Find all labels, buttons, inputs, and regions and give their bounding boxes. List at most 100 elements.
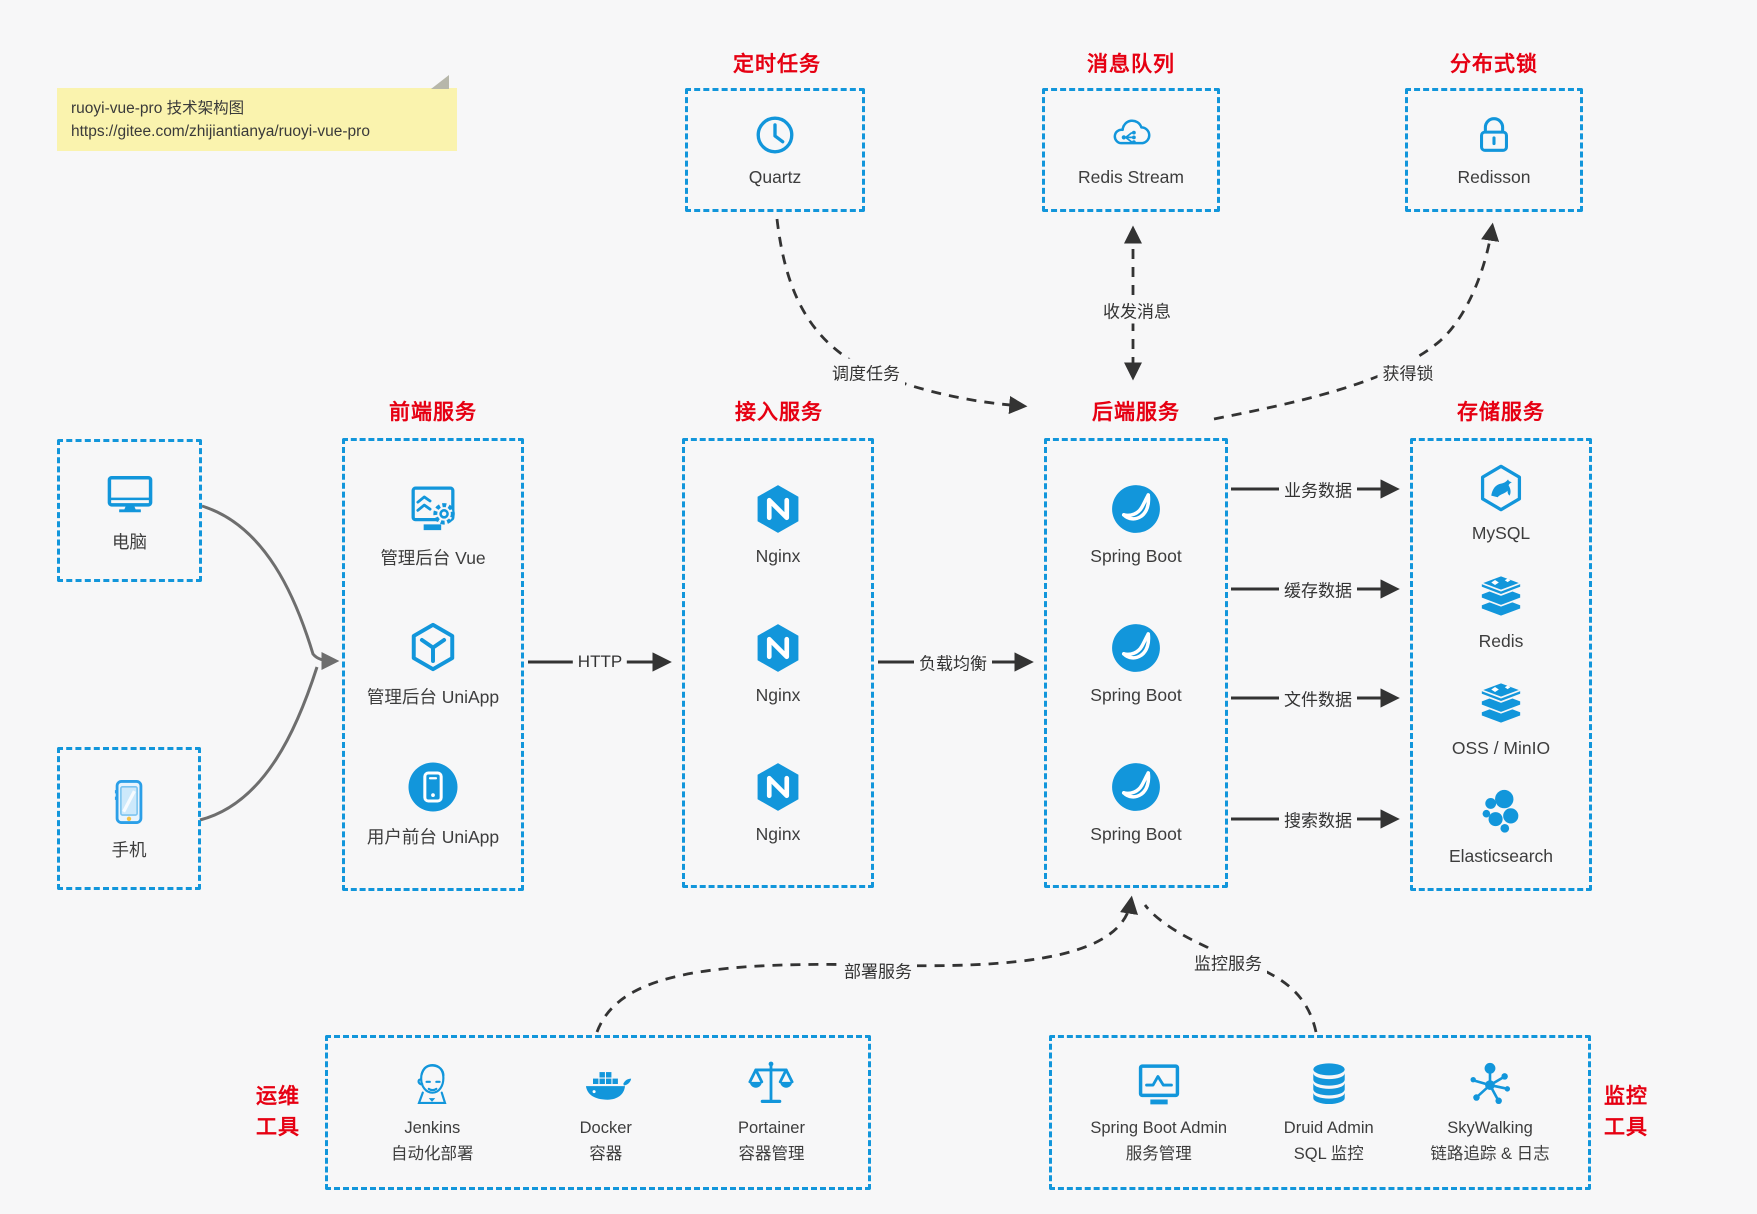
elasticsearch-icon (1482, 790, 1519, 833)
note-url: https://gitee.com/zhijiantianya/ruoyi-vu… (71, 122, 370, 140)
nginx-label-3: Nginx (755, 823, 801, 844)
pc-client-box: 电脑 (57, 439, 202, 582)
springboot-node-3: Spring Boot (1090, 759, 1182, 845)
jenkins-node: Jenkins 自动化部署 (391, 1058, 474, 1167)
cloud-stream-icon (1113, 119, 1151, 145)
skywalking-node: SkyWalking 链路追踪 & 日志 (1430, 1058, 1550, 1167)
portainer-desc: 容器管理 (738, 1144, 805, 1163)
spring-boot-admin-icon (1138, 1064, 1179, 1105)
monitoring-tools-title: 监控 工具 (1604, 1081, 1648, 1143)
portainer-name: Portainer (738, 1118, 805, 1137)
springboot-node-1: Spring Boot (1090, 481, 1182, 567)
springboot-node-2: Spring Boot (1090, 620, 1182, 706)
skywalking-name: SkyWalking (1447, 1118, 1533, 1137)
clock-icon (756, 116, 794, 154)
admin-vue-node: 管理后台 Vue (380, 480, 486, 570)
gateway-column-box: Nginx Nginx Nginx (682, 438, 874, 888)
spring-boot-admin-desc: 服务管理 (1125, 1144, 1192, 1163)
docker-node: Docker 容器 (580, 1058, 632, 1167)
elasticsearch-node: Elasticsearch (1449, 785, 1553, 867)
nginx-label-2: Nginx (755, 684, 801, 705)
springboot-label-1: Spring Boot (1090, 546, 1182, 567)
springboot-label-2: Spring Boot (1090, 684, 1182, 705)
edge-schedule (775, 218, 1028, 415)
edge-label-http: HTTP (572, 651, 628, 673)
pc-client-node: 电脑 (104, 468, 156, 554)
edge-label-business-data: 业务数据 (1279, 475, 1357, 503)
phone-client-label: 手机 (111, 839, 147, 860)
docker-name: Docker (579, 1118, 632, 1137)
spring-boot-admin-node: Spring Boot Admin 服务管理 (1090, 1058, 1227, 1167)
redisson-label: Redisson (1457, 167, 1531, 187)
redis-icon (1480, 574, 1522, 618)
springboot-label-3: Spring Boot (1090, 823, 1182, 844)
portainer-node: Portainer 容器管理 (738, 1058, 805, 1167)
backend-column-box: Spring Boot Spring Boot Spring Boot (1044, 438, 1228, 888)
monitoring-title-line2: 工具 (1604, 1116, 1648, 1139)
redis-stream-node: Redis Stream (1078, 112, 1184, 188)
jenkins-icon (417, 1063, 447, 1104)
note-fold-corner (431, 75, 449, 89)
edge-label-file-data: 文件数据 (1279, 684, 1357, 712)
column-title-storage: 存储服务 (1457, 401, 1545, 424)
monitoring-tools-box: Spring Boot Admin 服务管理 Druid Admin SQL 监… (1049, 1035, 1591, 1190)
spring-icon (1112, 485, 1160, 534)
column-title-frontend: 前端服务 (389, 401, 477, 424)
edge-label-messaging: 收发消息 (1098, 296, 1176, 324)
portainer-icon (748, 1061, 795, 1103)
user-uniapp-node: 用户前台 UniApp (367, 759, 499, 849)
edge-acquire-lock (1213, 222, 1500, 421)
group-title-message-queue: 消息队列 (1087, 53, 1175, 76)
pc-client-label: 电脑 (112, 531, 147, 552)
docker-desc: 容器 (589, 1144, 623, 1163)
docker-icon (585, 1072, 631, 1100)
nginx-node-2: Nginx (750, 620, 806, 706)
oss-minio-icon (1480, 681, 1522, 725)
monitoring-title-line1: 监控 (1604, 1085, 1648, 1108)
smartphone-icon (114, 779, 143, 824)
group-title-scheduled-tasks: 定时任务 (733, 53, 821, 76)
edge-deploy (595, 895, 1138, 1033)
spring-boot-admin-name: Spring Boot Admin (1090, 1118, 1228, 1137)
jenkins-desc: 自动化部署 (391, 1144, 474, 1163)
admin-vue-icon (411, 486, 455, 530)
spring-icon (1112, 762, 1160, 811)
druid-node: Druid Admin SQL 监控 (1284, 1058, 1374, 1167)
quartz-box: Quartz (685, 88, 865, 212)
edge-label-monitor: 监控服务 (1189, 948, 1267, 976)
skywalking-icon (1470, 1062, 1511, 1104)
nginx-icon (757, 762, 799, 811)
quartz-node: Quartz (749, 112, 801, 188)
storage-column-box: MySQL Redis (1410, 438, 1592, 891)
nginx-node-3: Nginx (750, 759, 806, 845)
mysql-icon (1480, 464, 1522, 512)
ops-tools-box: Jenkins 自动化部署 Docker 容器 (325, 1035, 871, 1190)
elasticsearch-label: Elasticsearch (1448, 846, 1554, 867)
oss-minio-label: OSS / MinIO (1451, 738, 1551, 759)
phone-client-box: 手机 (57, 747, 201, 890)
nginx-node-1: Nginx (750, 481, 806, 567)
group-title-distributed-lock: 分布式锁 (1450, 53, 1538, 76)
ops-title-line1: 运维 (256, 1085, 300, 1108)
redisson-box: Redisson (1405, 88, 1583, 212)
ops-tools-title: 运维 工具 (256, 1081, 300, 1143)
admin-uniapp-label: 管理后台 UniApp (366, 687, 500, 708)
edge-label-deploy: 部署服务 (839, 956, 917, 984)
redis-stream-box: Redis Stream (1042, 88, 1220, 212)
admin-vue-label: 管理后台 Vue (380, 547, 486, 568)
mysql-label: MySQL (1471, 522, 1531, 543)
nginx-icon (757, 485, 799, 534)
skywalking-desc: 链路追踪 & 日志 (1430, 1144, 1550, 1163)
uniapp-cube-icon (411, 623, 455, 672)
lock-icon (1480, 117, 1508, 152)
redisson-node: Redisson (1457, 112, 1531, 188)
redis-stream-label: Redis Stream (1077, 167, 1184, 187)
oss-minio-node: OSS / MinIO (1452, 677, 1550, 759)
nginx-icon (757, 624, 799, 672)
jenkins-name: Jenkins (404, 1118, 461, 1137)
column-title-gateway: 接入服务 (735, 401, 823, 424)
redis-label: Redis (1478, 630, 1524, 651)
user-uniapp-label: 用户前台 UniApp (366, 827, 500, 848)
note-title: ruoyi-vue-pro 技术架构图 (71, 99, 245, 117)
